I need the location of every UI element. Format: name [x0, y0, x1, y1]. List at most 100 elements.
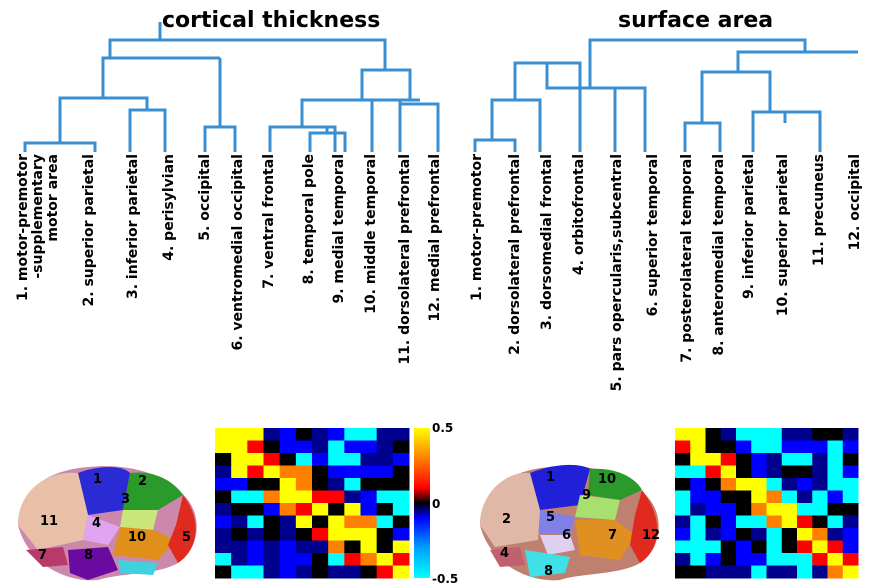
matrix-cell: [736, 503, 752, 516]
matrix-cell: [736, 553, 752, 566]
region-8: [68, 547, 118, 580]
brain-label-4: 4: [92, 516, 101, 531]
matrix-cell: [781, 490, 798, 504]
matrix-cell: [766, 515, 783, 529]
matrix-cell: [781, 515, 798, 529]
matrix-cell: [842, 453, 859, 466]
region-5: [538, 510, 575, 535]
matrix-cell: [675, 565, 691, 579]
matrix-cell: [705, 540, 722, 554]
matrix-cell: [842, 440, 859, 454]
matrix-cell: [247, 453, 264, 466]
matrix-cell: [231, 565, 248, 579]
colorbar-min-label: -0.5: [432, 572, 459, 586]
matrix-cell: [247, 490, 264, 504]
brain-map-surface-area: 1 10 9 2 5 6 7 12 4 8: [480, 464, 660, 581]
matrix-cell: [690, 528, 706, 541]
colorbar: [414, 428, 430, 578]
matrix-cell: [827, 490, 844, 504]
matrix-cell: [705, 440, 722, 454]
leaf-label: 1. motor-premotor: [469, 154, 485, 302]
matrix-cell: [766, 565, 783, 579]
matrix-cell: [295, 490, 313, 504]
matrix-cell: [751, 490, 767, 504]
matrix-cell: [263, 565, 281, 579]
matrix-cell: [812, 553, 828, 566]
matrix-cell: [842, 553, 859, 566]
matrix-cell: [751, 465, 767, 479]
leaf-label: 6. superior temporal: [645, 154, 661, 317]
matrix-cell: [720, 428, 737, 441]
matrix-cell: [812, 528, 828, 541]
matrix-cell: [263, 540, 281, 554]
matrix-cell: [797, 540, 813, 554]
dendrogram-branch: [101, 56, 220, 98]
matrix-cell: [312, 553, 329, 566]
matrix-cell: [842, 503, 859, 516]
matrix-cell: [328, 540, 345, 554]
matrix-cell: [247, 528, 264, 541]
dendrogram-branch: [545, 63, 630, 90]
brain-label-5: 5: [546, 510, 555, 525]
matrix-cell: [675, 528, 691, 541]
matrix-cell: [231, 553, 248, 566]
matrix-cell: [392, 490, 410, 504]
matrix-cell: [690, 465, 706, 479]
leaf-label: 7. ventral frontal: [261, 154, 277, 289]
region-4: [490, 547, 525, 567]
region-1: [530, 464, 590, 510]
dendrogram-branch: [203, 125, 237, 152]
region-11: [18, 472, 88, 550]
matrix-cell: [690, 490, 706, 504]
matrix-cell: [705, 465, 722, 479]
leaf-label: 11. precuneus: [811, 154, 827, 267]
leaf-label: 3. inferior parietal: [125, 154, 141, 299]
brain-label-4: 4: [500, 546, 509, 561]
dendrogram-branch: [370, 98, 402, 152]
brain-label-9: 9: [582, 488, 591, 503]
matrix-cell: [328, 565, 345, 579]
matrix-cell: [392, 515, 410, 529]
matrix-cell: [720, 528, 737, 541]
matrix-cell: [751, 428, 767, 441]
matrix-cell: [231, 478, 248, 491]
matrix-cell: [766, 503, 783, 516]
matrix-cell: [215, 528, 232, 541]
matrix-cell: [344, 515, 361, 529]
leaf-label: 7. posterolateral temporal: [679, 154, 695, 363]
matrix-cell: [295, 453, 313, 466]
matrix-cell: [827, 465, 844, 479]
matrix-cell: [797, 503, 813, 516]
matrix-cell: [705, 503, 722, 516]
matrix-cell: [797, 453, 813, 466]
dendrogram-branch: [268, 125, 337, 152]
matrix-cell: [312, 465, 329, 479]
brain-label-1: 1: [546, 470, 555, 485]
matrix-cell: [215, 478, 232, 491]
matrix-cell: [247, 478, 264, 491]
leaf-label: 9. medial temporal: [331, 154, 347, 304]
matrix-cell: [736, 478, 752, 491]
matrix-cell: [312, 565, 329, 579]
leaf-label: 6. ventromedial occipital: [230, 154, 246, 351]
matrix-cell: [781, 528, 798, 541]
matrix-cell: [705, 453, 722, 466]
matrix-cell: [295, 565, 313, 579]
matrix-cell: [827, 453, 844, 466]
matrix-cell: [376, 528, 394, 541]
matrix-cell: [392, 540, 410, 554]
region-1: [78, 467, 130, 515]
matrix-cell: [675, 490, 691, 504]
matrix-cell: [812, 428, 828, 441]
matrix-cell: [312, 528, 329, 541]
matrix-cell: [766, 553, 783, 566]
matrix-cell: [812, 453, 828, 466]
matrix-cell: [328, 465, 345, 479]
matrix-cell: [231, 515, 248, 529]
matrix-cell: [392, 440, 410, 454]
matrix-cell: [705, 515, 722, 529]
matrix-cell: [263, 440, 281, 454]
matrix-cell: [215, 428, 232, 441]
matrix-cell: [797, 565, 813, 579]
matrix-cell: [766, 428, 783, 441]
